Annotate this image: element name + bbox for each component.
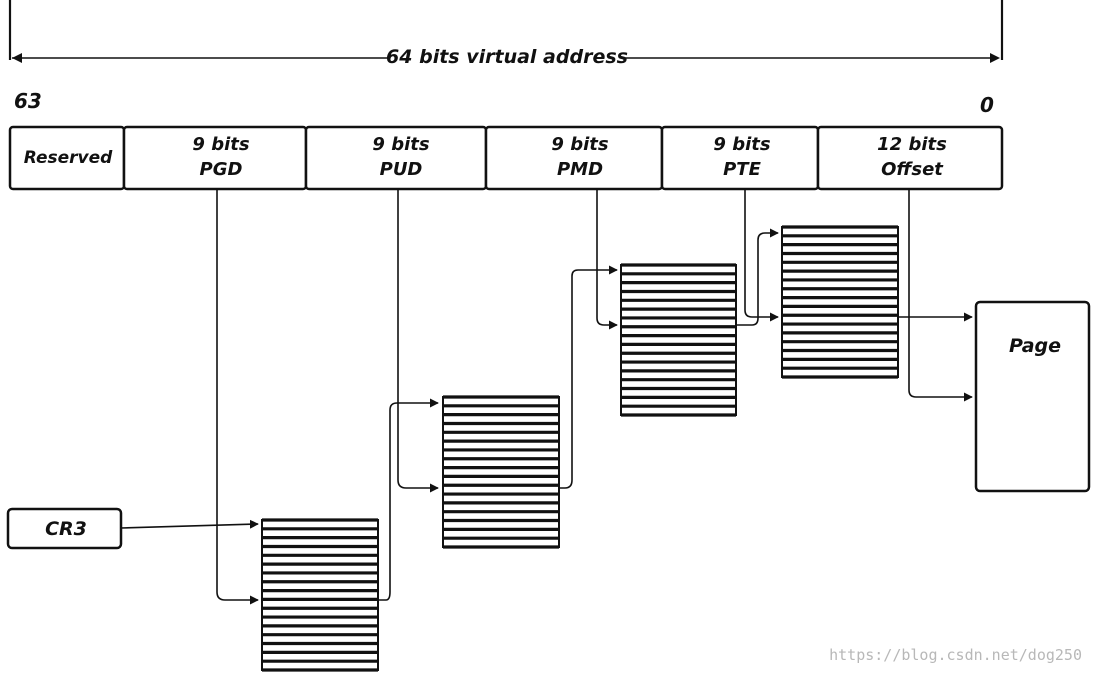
page-box xyxy=(974,300,1091,493)
pud-index-arrow xyxy=(397,189,439,493)
field-pte-bits: 9 bits xyxy=(713,134,770,155)
field-pgd-bits: 9 bits xyxy=(192,134,249,155)
pmd-table xyxy=(620,263,737,417)
field-pmd-bits: 9 bits xyxy=(551,134,608,155)
pgd-table xyxy=(261,518,379,672)
pud-to-pmd-arrow xyxy=(560,265,618,489)
address-fields: Reserved 9 bits PGD 9 bits PUD 9 bits PM… xyxy=(8,125,1004,191)
field-offset-bits: 12 bits xyxy=(877,134,947,155)
pud-table xyxy=(442,395,560,549)
cr3-label: CR3 xyxy=(45,518,87,540)
page-block: Page xyxy=(974,300,1091,493)
address-title: 64 bits virtual address xyxy=(386,46,628,68)
address-span: 64 bits virtual address 63 0 xyxy=(8,0,1004,117)
pgd-table-frame xyxy=(261,519,379,671)
page-tables xyxy=(261,225,899,672)
pmd-to-pte-arrow xyxy=(737,228,779,326)
cr3-to-pgd-arrow xyxy=(120,519,259,529)
field-offset xyxy=(816,125,1004,191)
cr3-box xyxy=(6,507,123,550)
pmd-index-arrow xyxy=(596,189,618,330)
connectors xyxy=(120,189,973,605)
pte-index-arrow xyxy=(744,189,779,322)
bit-high-label: 63 xyxy=(14,89,42,113)
watermark: https://blog.csdn.net/dog250 xyxy=(829,646,1082,664)
field-reserved-label: Reserved xyxy=(24,148,113,168)
page-label: Page xyxy=(1009,335,1061,357)
offset-to-page-arrow xyxy=(908,189,973,402)
span-arrowhead-right xyxy=(990,53,1000,63)
pte-table xyxy=(781,225,899,379)
pgd-index-arrow xyxy=(216,189,259,605)
pte-table-frame xyxy=(781,226,899,378)
pud-table-frame xyxy=(442,396,560,548)
field-offset-name: Offset xyxy=(881,159,944,180)
pmd-table-frame xyxy=(620,264,737,416)
field-pud-name: PUD xyxy=(380,159,423,180)
field-pgd-name: PGD xyxy=(200,159,243,180)
field-pmd-name: PMD xyxy=(557,159,603,180)
cr3-register: CR3 xyxy=(6,507,123,550)
field-pte-name: PTE xyxy=(723,159,761,180)
span-arrowhead-left xyxy=(12,53,22,63)
pgd-to-pud-arrow xyxy=(379,398,439,601)
field-pud-bits: 9 bits xyxy=(372,134,429,155)
bit-low-label: 0 xyxy=(980,93,994,117)
